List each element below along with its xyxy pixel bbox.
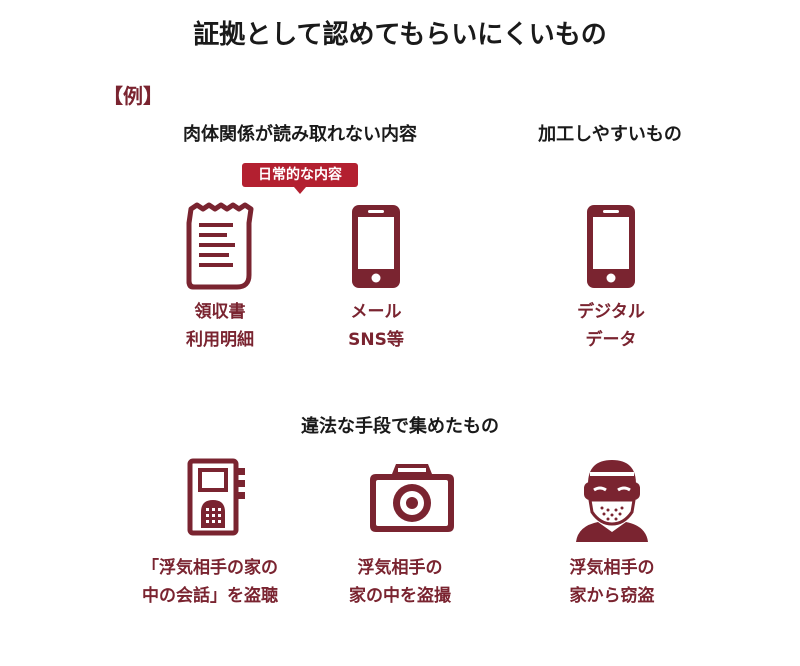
item-label-mail: メール SNS等: [306, 298, 446, 354]
smartphone-icon: [352, 205, 400, 288]
item-label-line: 中の会話」を盗聴: [142, 586, 278, 606]
section-heading-editable: 加工しやすいもの: [538, 124, 682, 145]
section-heading-unrelated: 肉体関係が読み取れない内容: [183, 124, 417, 145]
tag-pointer: [294, 187, 306, 194]
item-label-line: メール: [350, 302, 402, 322]
item-label-recording: 「浮気相手の家の 中の会話」を盗聴: [125, 554, 295, 610]
smartphone-icon: [587, 205, 635, 288]
receipt-icon: [186, 202, 254, 290]
item-label-digital: デジタル データ: [541, 298, 681, 354]
item-label-line: 「浮気相手の家の: [142, 558, 278, 578]
item-label-theft: 浮気相手の 家から窃盗: [542, 554, 682, 610]
item-label-line: 領収書: [194, 302, 246, 322]
camera-icon: [370, 464, 454, 532]
daily-content-tag: 日常的な内容: [242, 163, 358, 187]
item-label-receipt: 領収書 利用明細: [150, 298, 290, 354]
burglar-icon: [576, 460, 648, 542]
item-label-line: 利用明細: [186, 330, 254, 350]
item-label-line: データ: [585, 330, 637, 350]
item-label-line: 浮気相手の: [357, 558, 443, 578]
item-label-line: 家から窃盗: [569, 586, 655, 606]
voice-recorder-icon: [187, 458, 245, 536]
item-label-line: 家の中を盗撮: [349, 586, 451, 606]
example-label: 【例】: [103, 84, 163, 108]
section-heading-illegal: 違法な手段で集めたもの: [301, 416, 499, 437]
item-label-line: 浮気相手の: [569, 558, 655, 578]
item-label-line: デジタル: [577, 302, 645, 322]
item-label-line: SNS等: [348, 330, 404, 350]
page-title: 証拠として認めてもらいにくいもの: [193, 20, 607, 50]
item-label-photo: 浮気相手の 家の中を盗撮: [330, 554, 470, 610]
